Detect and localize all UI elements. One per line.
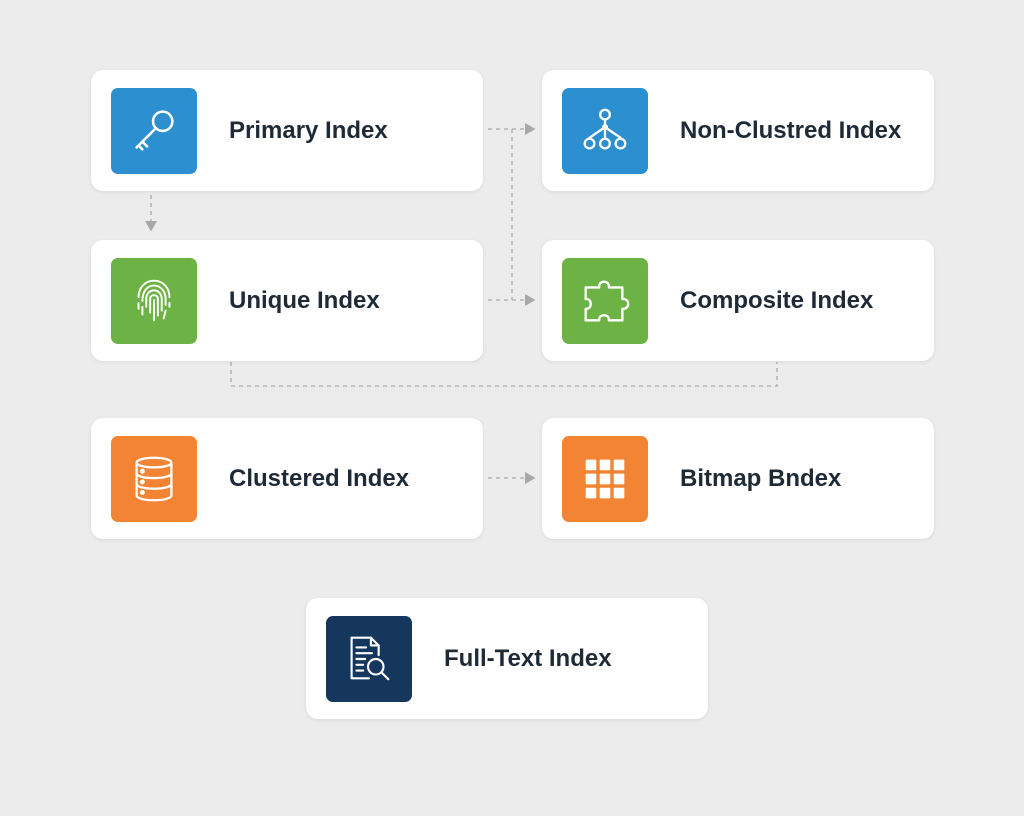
document-search-icon (350, 636, 390, 680)
hierarchy-icon (583, 108, 627, 150)
node-fulltext-index: Full-Text Index (306, 598, 708, 719)
database-icon (135, 456, 173, 501)
puzzle-icon (584, 280, 630, 321)
fulltext-index-label: Full-Text Index (444, 644, 612, 672)
edge-unique-composite-bottom (230, 362, 778, 387)
primary-index-tile (111, 87, 197, 174)
bitmap-index-label: Bitmap Bndex (680, 464, 842, 492)
fulltext-index-tile (326, 615, 412, 702)
node-clustered-index: Clustered Index (91, 418, 483, 539)
nonclustered-index-tile (562, 87, 648, 174)
grid-icon (585, 459, 625, 498)
node-composite-index: Composite Index (542, 240, 934, 361)
clustered-index-label: Clustered Index (229, 464, 410, 492)
nonclustered-index-label: Non-Clustred Index (680, 116, 902, 144)
unique-index-label: Unique Index (229, 286, 380, 314)
node-primary-index: Primary Index (91, 70, 483, 191)
clustered-index-tile (111, 435, 197, 522)
composite-index-label: Composite Index (680, 286, 874, 314)
primary-index-label: Primary Index (229, 116, 388, 144)
node-bitmap-index: Bitmap Bndex (542, 418, 934, 539)
fingerprint-icon (137, 279, 171, 321)
unique-index-tile (111, 257, 197, 344)
composite-index-tile (562, 257, 648, 344)
node-unique-index: Unique Index (91, 240, 483, 361)
key-icon (135, 109, 174, 151)
bitmap-index-tile (562, 435, 648, 522)
node-nonclustered-index: Non-Clustred Index (542, 70, 934, 191)
